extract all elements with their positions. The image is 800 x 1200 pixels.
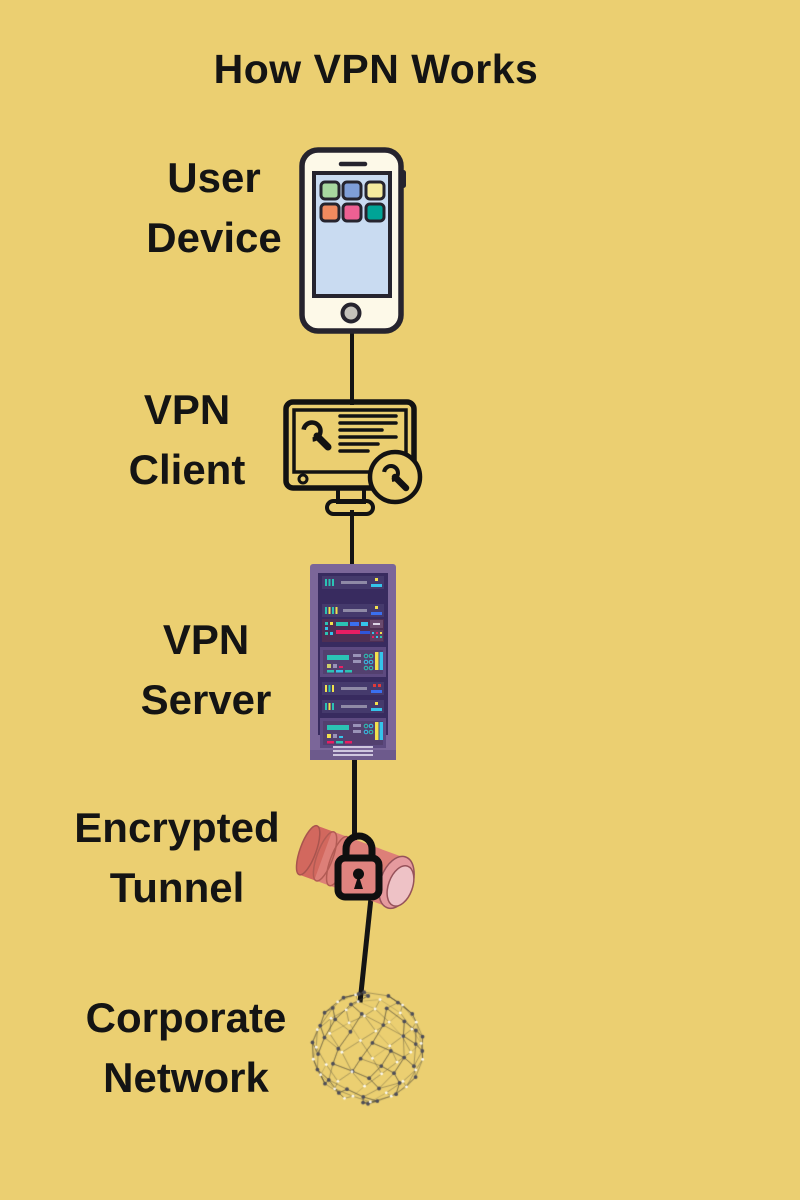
label-line: Tunnel — [109, 864, 245, 911]
rack-unit — [320, 718, 386, 748]
connector-server-to-tunnel — [352, 760, 357, 840]
label-line: Corporate — [85, 994, 287, 1041]
tunnel-padlock-icon — [287, 823, 442, 923]
page-title: How VPN Works — [213, 46, 539, 92]
smartphone-icon — [299, 147, 407, 335]
server-vents — [333, 746, 373, 756]
label-line: VPN — [162, 616, 250, 663]
label-corporate-network: Corporate Network — [36, 988, 336, 1108]
connector-client-to-server — [350, 510, 354, 566]
rack-unit — [322, 604, 384, 617]
label-line: Client — [128, 446, 246, 493]
wireframe-globe-icon — [306, 986, 430, 1110]
computer-monitor-wrench-icon — [282, 398, 427, 520]
keyhole — [353, 868, 364, 880]
rack-unit — [322, 619, 384, 642]
screen-text-lines — [338, 414, 398, 453]
label-encrypted-tunnel: Encrypted Tunnel — [27, 798, 327, 918]
padlock-icon — [334, 832, 383, 901]
server-rack-icon — [309, 560, 399, 765]
label-line: Network — [103, 1054, 269, 1101]
label-vpn-server: VPN Server — [56, 610, 356, 730]
label-line: Server — [140, 676, 272, 723]
label-line: User — [167, 154, 261, 201]
rack-unit — [322, 682, 384, 695]
wrench-icon — [301, 420, 332, 451]
rack-unit — [320, 647, 386, 677]
label-line: VPN — [143, 386, 231, 433]
connector-device-to-client — [350, 331, 354, 405]
wrench-badge-icon — [367, 449, 423, 505]
label-line: Device — [146, 214, 282, 261]
phone-home-button — [340, 302, 362, 324]
phone-app-grid — [319, 180, 386, 223]
label-vpn-client: VPN Client — [37, 380, 337, 500]
label-line: Encrypted — [74, 804, 280, 851]
rack-unit — [322, 576, 384, 589]
rack-unit — [322, 700, 384, 713]
label-user-device: User Device — [64, 148, 364, 268]
